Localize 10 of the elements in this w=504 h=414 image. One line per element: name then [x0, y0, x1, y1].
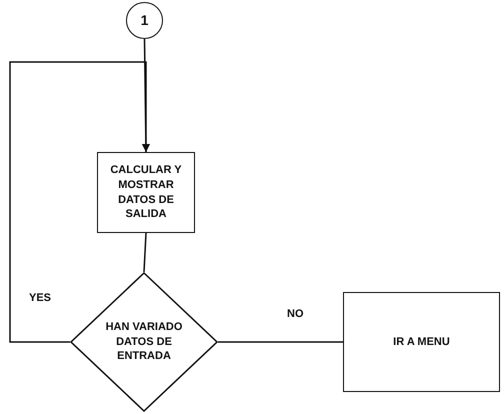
- node-text: 1: [140, 11, 150, 30]
- edge-label: YES: [28, 292, 52, 304]
- connector-circle: [126, 2, 163, 39]
- node-text: CALCULAR Y MOSTRAR DATOS DE SALIDA: [109, 162, 183, 222]
- node-text: HAN VARIADO DATOS DE ENTRADA: [104, 320, 184, 364]
- edge-label: NO: [286, 308, 304, 320]
- process-box: [343, 292, 500, 392]
- process-box: [97, 152, 195, 233]
- node-text: IR A MENU: [392, 334, 451, 350]
- connector-arrow: [9, 61, 150, 343]
